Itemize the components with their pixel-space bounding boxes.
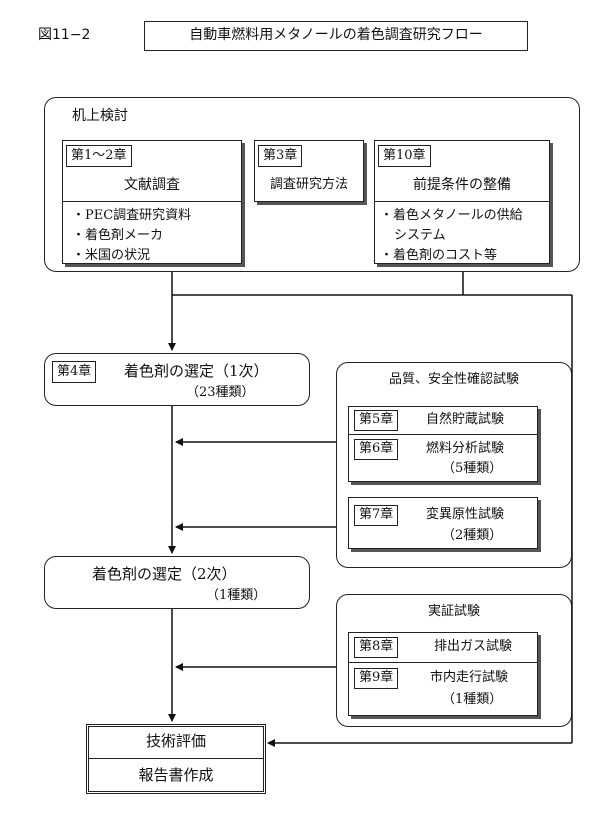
preconditions-item: ・着色剤のコスト等 bbox=[380, 248, 498, 263]
field-test-title: 実証試験 bbox=[427, 604, 480, 619]
chapter-10-label: 第10章 bbox=[378, 145, 431, 167]
quality-safety-title: 品質、安全性確認試験 bbox=[388, 372, 519, 387]
final-divider bbox=[89, 758, 263, 759]
figure-label: 図11−2 bbox=[38, 27, 91, 43]
preconditions-divider bbox=[374, 201, 550, 202]
exhaust-gas-test: 排出ガス試験 bbox=[434, 639, 513, 654]
selection-2-box bbox=[44, 556, 310, 609]
preconditions-name: 前提条件の整備 bbox=[413, 177, 511, 193]
research-method-name: 調査研究方法 bbox=[269, 177, 348, 192]
fuel-analysis-test: 燃料分析試験 bbox=[426, 441, 505, 456]
chapter-4-label: 第4章 bbox=[52, 361, 97, 383]
city-driving-test: 市内走行試験 bbox=[430, 670, 509, 685]
quality-tests-divider bbox=[348, 434, 538, 435]
field-tests-divider bbox=[348, 662, 538, 663]
selection-1-count: （23種類） bbox=[186, 385, 255, 400]
chapter-3-label: 第3章 bbox=[258, 145, 303, 167]
preconditions-item: ・着色メタノールの供給 bbox=[380, 208, 523, 223]
literature-survey-divider bbox=[62, 201, 242, 202]
desk-study-title: 机上検討 bbox=[72, 108, 128, 124]
literature-item: ・着色剤メーカ bbox=[72, 228, 164, 243]
chapter-8-label: 第8章 bbox=[354, 637, 399, 658]
mutagenicity-test: 変異原性試験 bbox=[426, 507, 505, 522]
chapter-5-label: 第5章 bbox=[354, 410, 399, 431]
mutagenicity-count: （2種類） bbox=[442, 528, 503, 543]
fuel-analysis-count: （5種類） bbox=[442, 461, 503, 476]
city-driving-count: （1種類） bbox=[442, 692, 503, 707]
preconditions-item: システム bbox=[394, 228, 446, 243]
literature-item: ・PEC調査研究資料 bbox=[72, 208, 192, 223]
chapter-6-label: 第6章 bbox=[354, 439, 399, 460]
literature-survey-name: 文献調査 bbox=[124, 177, 180, 193]
report-writing: 報告書作成 bbox=[138, 766, 214, 784]
selection-2-title: 着色剤の選定（2次） bbox=[92, 565, 237, 583]
final-box bbox=[86, 724, 266, 794]
chapter-1-2-label: 第1〜2章 bbox=[66, 145, 132, 167]
chapter-9-label: 第9章 bbox=[354, 668, 399, 689]
natural-storage-test: 自然貯蔵試験 bbox=[426, 412, 505, 427]
chapter-7-label: 第7章 bbox=[354, 505, 399, 526]
selection-2-count: （1種類） bbox=[206, 588, 267, 603]
selection-1-title: 着色剤の選定（1次） bbox=[124, 362, 269, 380]
literature-item: ・米国の状況 bbox=[72, 248, 151, 263]
figure-title: 自動車燃料用メタノールの着色調査研究フロー bbox=[144, 21, 528, 51]
technical-evaluation: 技術評価 bbox=[145, 732, 206, 750]
